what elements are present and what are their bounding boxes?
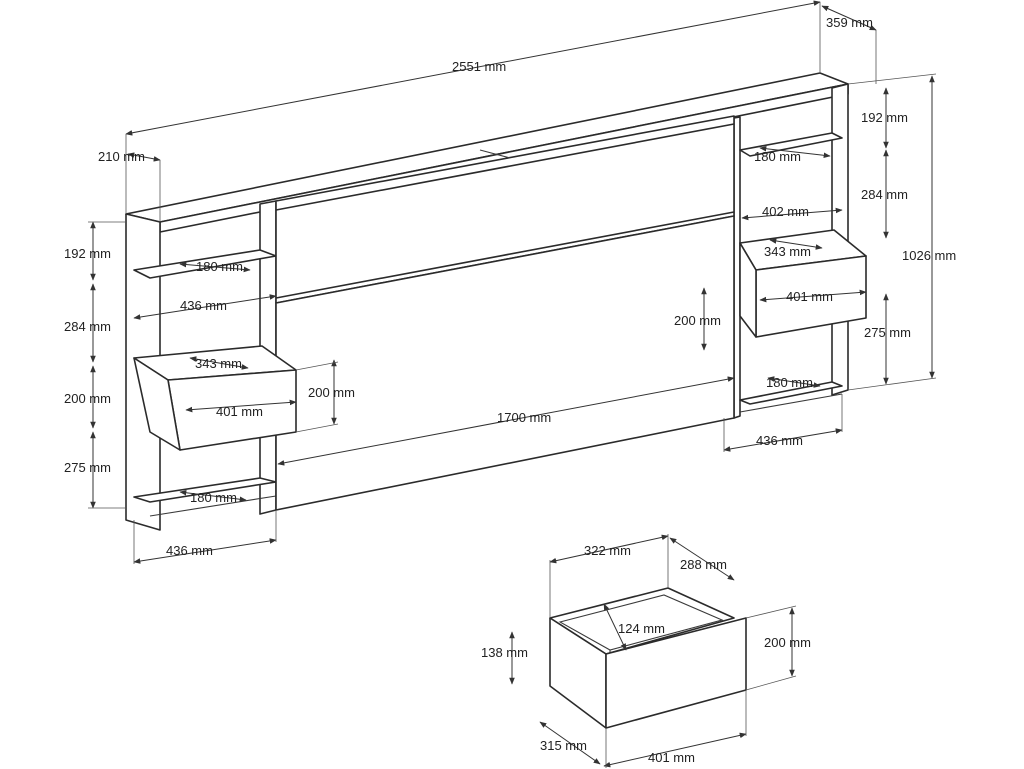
label-drawer-138: 138 mm [481,645,528,660]
label-left-275: 275 mm [64,460,111,475]
dimension-labels: 2551 mm 359 mm 210 mm 192 mm 180 mm 284 … [64,15,956,765]
dim-total-width [125,0,821,136]
label-left-shelf-top: 180 mm [196,259,243,274]
label-left-436-mid: 436 mm [180,298,227,313]
label-left-343: 343 mm [195,356,242,371]
label-right-436: 436 mm [756,433,803,448]
dim-left-shelf-bottom [179,489,247,503]
label-total-width: 2551 mm [452,59,506,74]
top-seam [479,149,511,159]
ext-h-top [847,73,937,85]
center-mid-joint [275,211,735,299]
label-drawer-315: 315 mm [540,738,587,753]
right-bottom-edge [739,393,843,413]
label-panel-1700: 1700 mm [497,410,551,425]
left-bottom-edge [149,495,277,517]
label-right-275: 275 mm [864,325,911,340]
dim-right-402 [741,207,843,221]
dim-left-343 [189,356,249,370]
drawer-detail [509,534,797,768]
dim-side-depth [127,152,161,162]
label-total-depth: 359 mm [826,15,873,30]
label-total-height: 1026 mm [902,248,956,263]
dim-drawer-288 [669,537,735,581]
dim-drawer-315 [539,721,601,765]
ext-dr-200-a [745,605,797,619]
label-drawer-288: 288 mm [680,557,727,572]
label-left-401: 401 mm [216,404,263,419]
right-divider [733,116,741,419]
label-right-192: 192 mm [861,110,908,125]
label-left-436: 436 mm [166,543,213,558]
label-left-shelf-bottom: 180 mm [190,490,237,505]
dim-right-shelf-top [759,145,831,159]
dim-drawer-322 [549,534,669,564]
dim-right-343 [769,238,823,250]
label-right-drawer-200: 200 mm [674,313,721,328]
center-top-joint [275,123,735,211]
label-drawer-322: 322 mm [584,543,631,558]
dim-drawer-401 [603,732,747,768]
dim-right-shelf-bottom [767,376,821,388]
label-right-401: 401 mm [786,289,833,304]
main-dimensions [88,0,937,564]
left-drawer-side [133,357,181,451]
label-drawer-124: 124 mm [618,621,665,636]
dim-right-436 [723,428,843,452]
dim-total-depth [821,5,877,31]
label-left-200: 200 mm [64,391,111,406]
label-right-shelf-top: 180 mm [754,149,801,164]
drawer-detail-inner [558,594,724,651]
label-side-depth: 210 mm [98,149,145,164]
label-left-284: 284 mm [64,319,111,334]
ext-dr-200-b [745,675,797,691]
dim-panel-1700 [277,376,735,466]
dim-left-436 [133,538,277,564]
label-right-shelf-bottom: 180 mm [766,375,813,390]
dim-left-436-mid [133,294,277,320]
dim-drawer-124 [603,603,627,651]
ext-h-bottom [847,377,937,391]
label-drawer-401: 401 mm [648,750,695,765]
ext-ld-1 [295,361,339,371]
label-right-402: 402 mm [762,204,809,219]
label-right-343: 343 mm [764,244,811,259]
label-right-284: 284 mm [861,187,908,202]
label-left-drawer-200: 200 mm [308,385,355,400]
headboard-body [125,72,867,531]
dim-left-shelf-top [179,261,251,273]
dim-right-401 [759,289,867,303]
label-left-192: 192 mm [64,246,111,261]
label-drawer-200: 200 mm [764,635,811,650]
right-drawer-side [739,242,757,338]
